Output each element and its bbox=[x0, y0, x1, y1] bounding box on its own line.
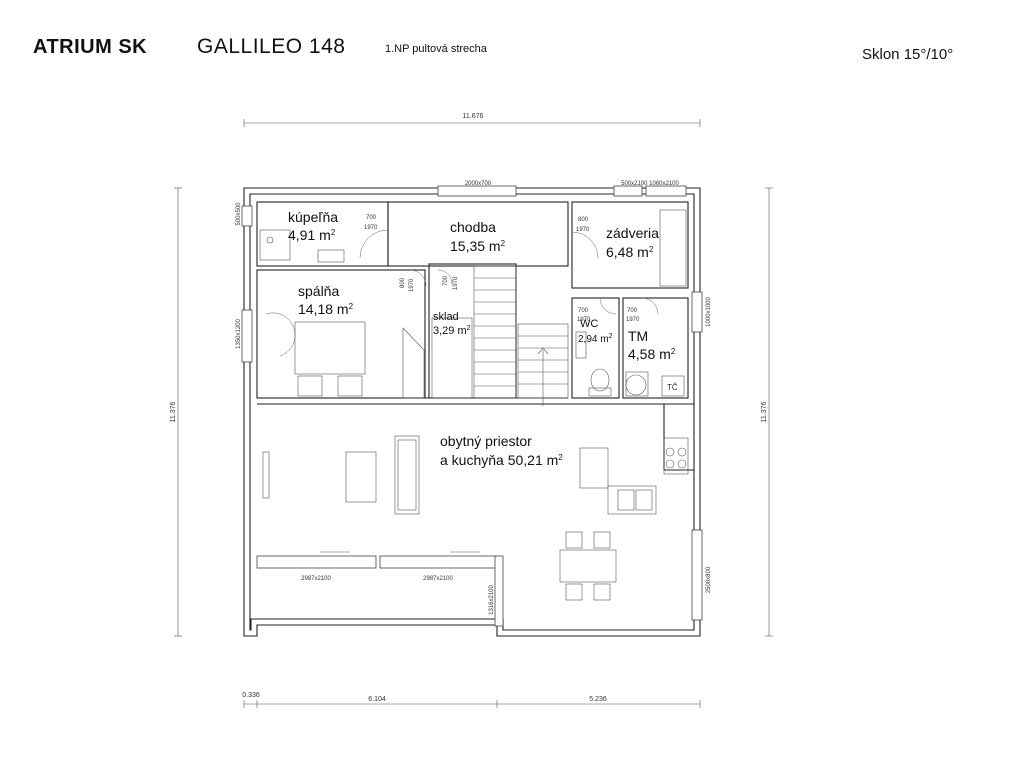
room-spalna-name: spálňa bbox=[298, 283, 339, 299]
window-bath: 500x500 bbox=[236, 202, 242, 226]
window-top-right: 500x2100 1060x2100 bbox=[621, 181, 679, 187]
room-tm-area: 4,58 m2 bbox=[628, 346, 676, 362]
window-top: 2000x700 bbox=[465, 181, 492, 187]
room-chodba-name: chodba bbox=[450, 219, 496, 235]
door-hall-h: 1970 bbox=[576, 227, 590, 233]
room-zadveria-area: 6,48 m2 bbox=[606, 244, 654, 260]
room-wc-area: 2,94 m2 bbox=[578, 333, 613, 345]
window-corner: 1316x2100 bbox=[489, 584, 495, 614]
room-wc-name: WC bbox=[580, 318, 598, 330]
window-tm: 1000x1000 bbox=[706, 296, 712, 326]
header-model: GALLILEO 148 bbox=[197, 35, 346, 58]
windows bbox=[241, 185, 703, 627]
door-bath-h: 1970 bbox=[364, 225, 378, 231]
room-kupelna-name: kúpeľňa bbox=[288, 209, 338, 225]
dimension-lines bbox=[174, 119, 773, 708]
dim-bottom-left: 0.336 bbox=[242, 692, 260, 699]
room-chodba-area: 15,35 m2 bbox=[450, 238, 506, 254]
door-tm-w: 700 bbox=[627, 308, 638, 314]
window-bedroom: 1350x1200 bbox=[236, 318, 242, 348]
room-spalna-area: 14,18 m2 bbox=[298, 301, 354, 317]
door-sklad-w: 700 bbox=[443, 275, 449, 286]
door-sklad-h: 1970 bbox=[453, 276, 459, 290]
dim-left-total: 11.376 bbox=[170, 401, 177, 422]
door-wc-h: 1970 bbox=[577, 317, 591, 323]
door-tm-h: 1970 bbox=[626, 317, 640, 323]
dim-bottom-mid: 6.104 bbox=[368, 696, 386, 703]
room-living-area: a kuchyňa 50,21 m2 bbox=[440, 452, 563, 468]
door-hall-w: 800 bbox=[578, 217, 589, 223]
roof-pitch: Sklon 15°/10° bbox=[862, 46, 954, 63]
room-kupelna-area: 4,91 m2 bbox=[288, 227, 336, 243]
door-bed-w: 800 bbox=[400, 277, 406, 288]
dim-bottom-right: 5.236 bbox=[589, 696, 607, 703]
header-subtitle: 1.NP pultová strecha bbox=[385, 43, 487, 55]
door-wc-w: 700 bbox=[578, 308, 589, 314]
terrace-door-2: 2987x2100 bbox=[423, 576, 453, 582]
room-zadveria-name: zádveria bbox=[606, 225, 659, 241]
door-bath-w: 700 bbox=[366, 215, 377, 221]
window-living: 2500x800 bbox=[706, 566, 712, 593]
dim-right-total: 11.376 bbox=[761, 401, 768, 422]
room-sklad-area: 3,29 m2 bbox=[433, 325, 471, 337]
room-sklad-name: sklad bbox=[433, 311, 459, 323]
door-swings bbox=[265, 229, 659, 357]
dim-top-total: 11.676 bbox=[463, 113, 484, 120]
heat-pump-label: TČ bbox=[667, 383, 678, 392]
fixtures bbox=[259, 209, 689, 601]
terrace-door-1: 2987x2100 bbox=[301, 576, 331, 582]
header-brand: ATRIUM SK bbox=[33, 36, 148, 58]
room-tm-name: TM bbox=[628, 328, 648, 344]
staircase bbox=[431, 265, 569, 406]
room-living-name: obytný priestor bbox=[440, 433, 532, 449]
door-bed-h: 1970 bbox=[409, 278, 415, 292]
